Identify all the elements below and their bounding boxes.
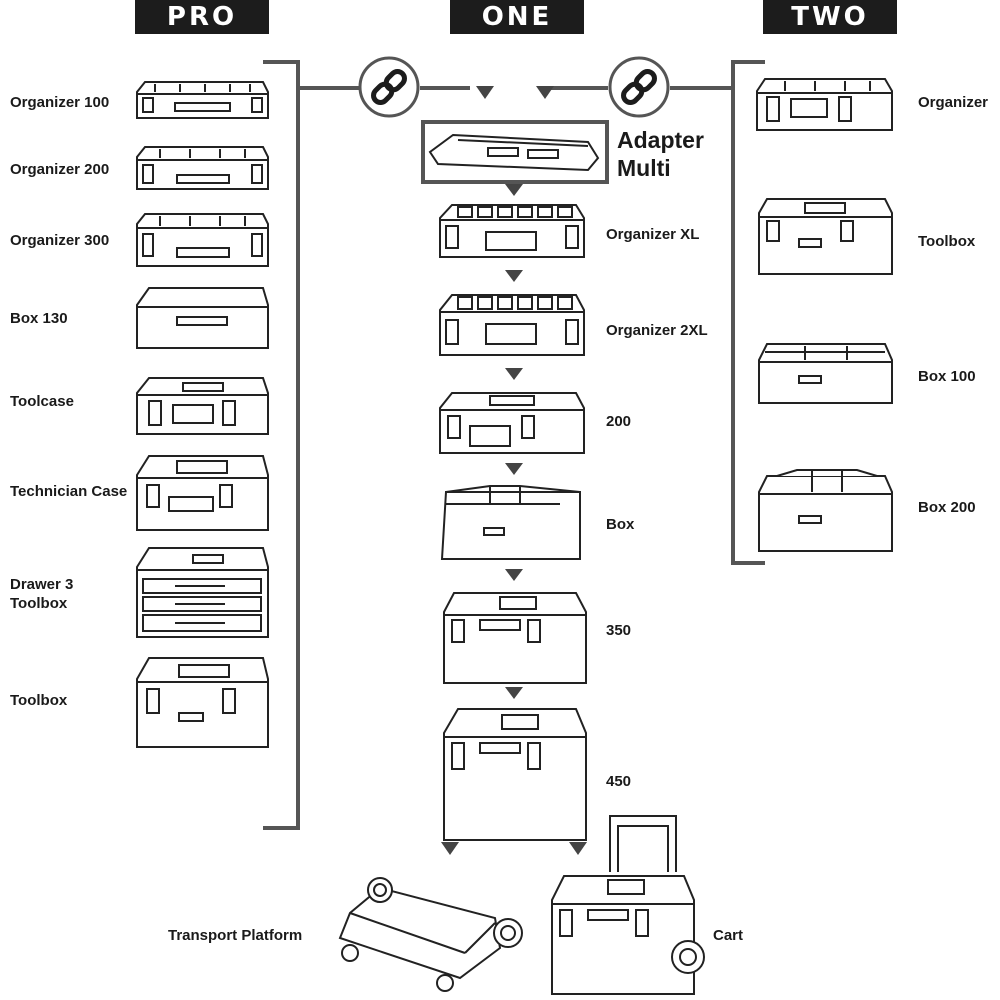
label-box: Box <box>606 516 635 533</box>
arrow-down-icon <box>505 687 523 699</box>
label-box-100: Box 100 <box>918 368 976 385</box>
arrow-down-icon <box>569 842 587 855</box>
two-bracket <box>731 60 765 565</box>
box-130-illustration <box>136 287 269 349</box>
label-organizer-300: Organizer 300 <box>10 232 110 249</box>
box-illustration <box>440 485 581 560</box>
label-box-130: Box 130 <box>10 310 68 327</box>
header-pro: PRO <box>135 0 269 34</box>
link-icon <box>358 56 420 118</box>
label-box-200: Box 200 <box>918 499 976 516</box>
arrow-down-icon <box>441 842 459 855</box>
arrow-down-icon <box>505 184 523 196</box>
label-cart: Cart <box>713 927 744 944</box>
arrow-down-icon <box>505 270 523 282</box>
pro-toolbox-illustration <box>136 657 269 748</box>
header-one: ONE <box>450 0 584 34</box>
organizer-200-illustration <box>136 146 269 190</box>
model-450-illustration <box>443 708 587 841</box>
label-model-200: 200 <box>606 413 632 430</box>
adapter-multi-illustration <box>428 133 600 172</box>
label-organizer-200: Organizer 200 <box>10 161 110 178</box>
label-organizer-100: Organizer 100 <box>10 94 110 111</box>
label-two-organizer: Organizer <box>918 94 989 111</box>
arrow-down-icon <box>505 368 523 380</box>
organizer-xl-illustration <box>439 204 585 258</box>
label-adapter-line1: Adapter <box>617 127 704 153</box>
two-organizer-illustration <box>756 78 893 131</box>
box-200-illustration <box>758 469 893 552</box>
toolcase-illustration <box>136 377 269 435</box>
pro-bracket <box>263 60 300 830</box>
drawer-3-toolbox-illustration <box>136 547 269 638</box>
header-two: TWO <box>763 0 897 34</box>
arrow-down-icon <box>505 463 523 475</box>
label-adapter-line2: Multi <box>617 155 671 181</box>
link-icon <box>608 56 670 118</box>
box-100-illustration <box>758 343 893 404</box>
arrow-down-icon <box>505 569 523 581</box>
label-transport-platform: Transport Platform <box>168 927 303 944</box>
label-organizer-2xl: Organizer 2XL <box>606 322 708 339</box>
arrow-down-icon <box>476 86 494 99</box>
label-model-450: 450 <box>606 773 632 790</box>
label-technician-case: Technician Case <box>10 483 128 500</box>
technician-case-illustration <box>136 455 269 531</box>
label-drawer-3-line2: Toolbox <box>10 595 68 612</box>
label-model-350: 350 <box>606 622 632 639</box>
arrow-down-icon <box>536 86 554 99</box>
label-organizer-xl: Organizer XL <box>606 226 700 243</box>
label-two-toolbox: Toolbox <box>918 233 976 250</box>
cart-illustration <box>551 815 705 995</box>
label-drawer-3-line1: Drawer 3 <box>10 576 74 593</box>
two-toolbox-illustration <box>758 198 893 275</box>
organizer-2xl-illustration <box>439 294 585 356</box>
transport-platform-illustration <box>338 877 523 992</box>
adapter-frame <box>421 120 609 184</box>
organizer-300-illustration <box>136 213 269 267</box>
model-350-illustration <box>443 592 587 684</box>
model-200-illustration <box>439 392 585 454</box>
organizer-100-illustration <box>136 81 269 119</box>
label-toolcase: Toolcase <box>10 393 74 410</box>
label-pro-toolbox: Toolbox <box>10 692 68 709</box>
